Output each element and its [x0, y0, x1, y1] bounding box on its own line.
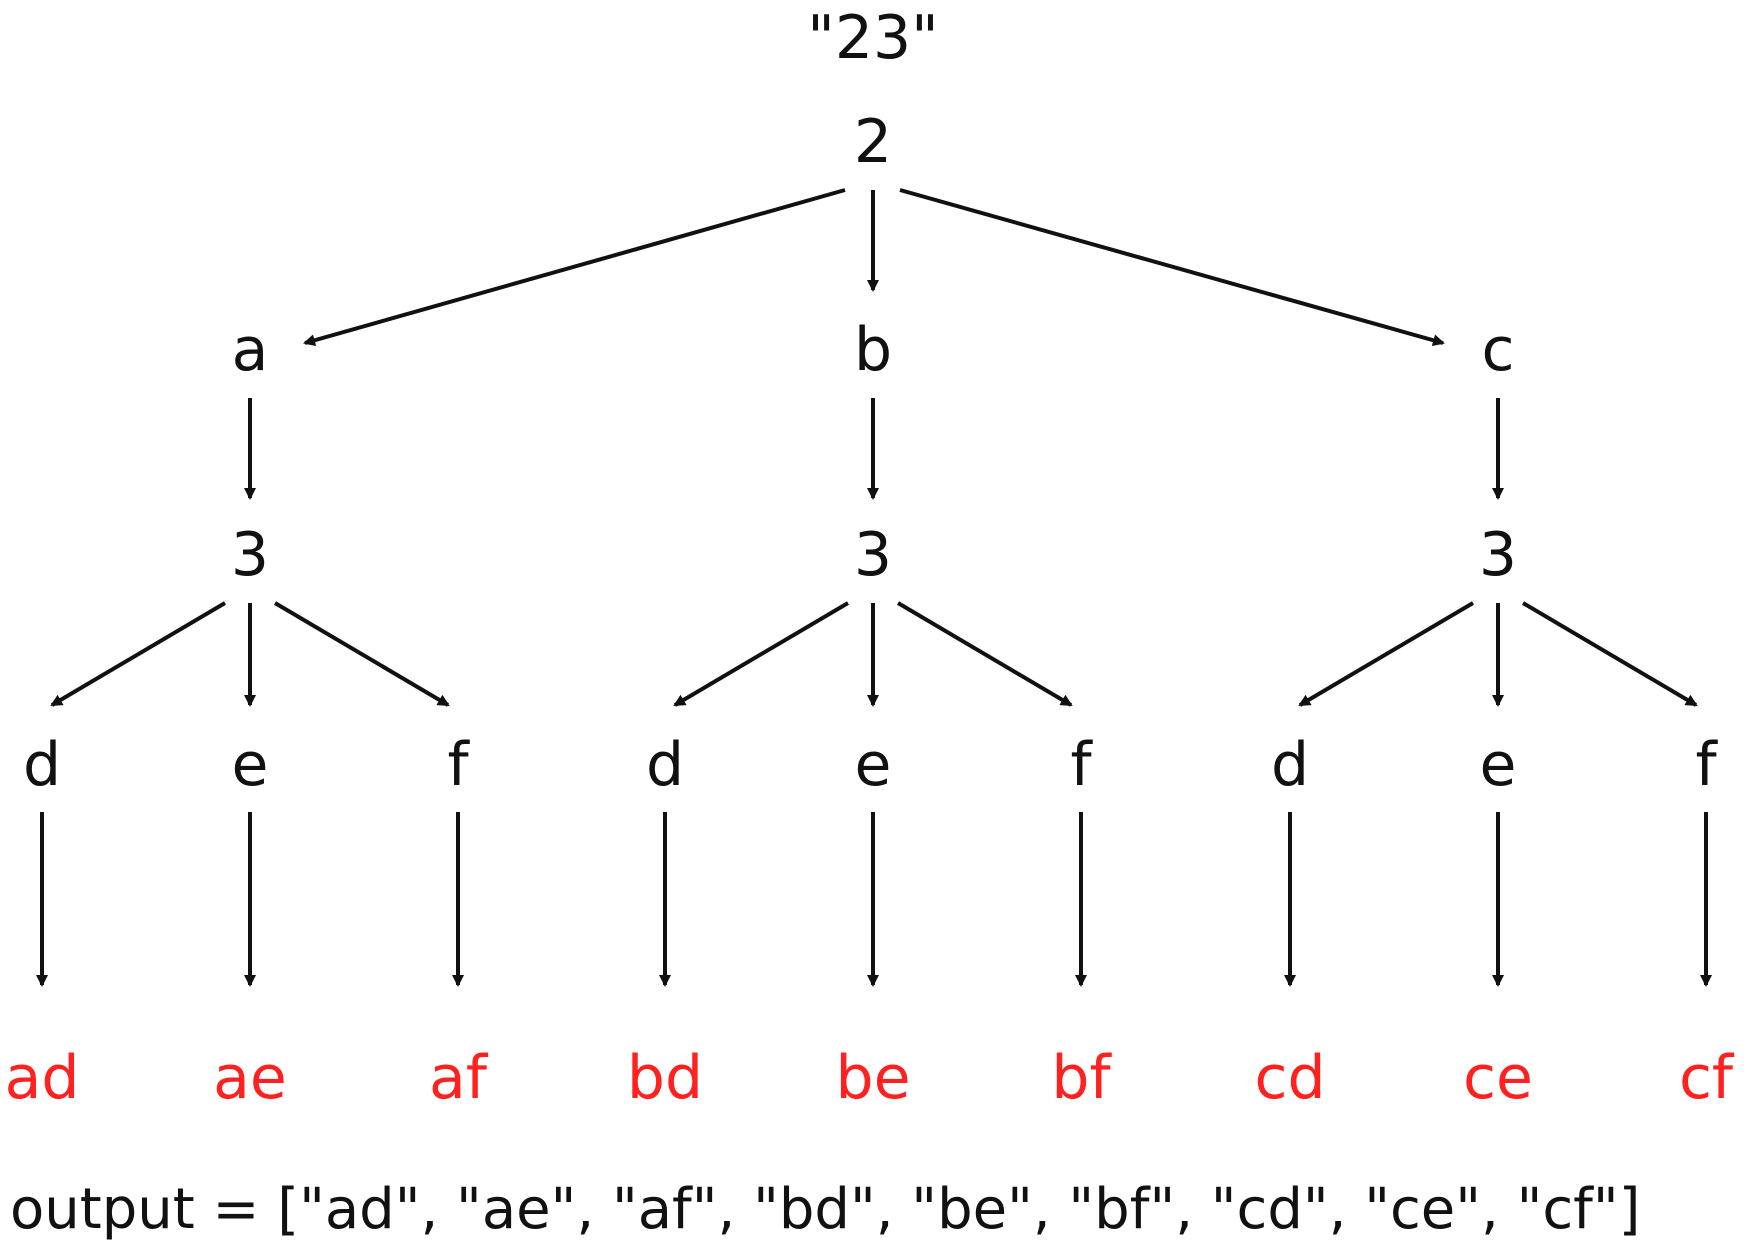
edge-b-3-to-d [673, 601, 850, 707]
edge-b-3-to-f [896, 601, 1073, 707]
combination-bd: bd [627, 1043, 703, 1113]
digit-node-3-under-b: 3 [854, 520, 892, 590]
letter-node-a-e: e [232, 730, 269, 800]
letter-node-b-f: f [1070, 730, 1093, 800]
letter-node-a: a [232, 315, 269, 385]
combination-ae: ae [213, 1043, 287, 1113]
digit-node-3-under-c: 3 [1479, 520, 1517, 590]
edge-c-3-to-f [1521, 601, 1698, 707]
combination-be: be [836, 1043, 911, 1113]
digit-node-3-under-a: 3 [231, 520, 269, 590]
input-label: "23" [807, 3, 939, 73]
edge-root-to-c [899, 188, 1445, 347]
combination-cd: cd [1254, 1043, 1325, 1113]
letter-node-b-e: e [855, 730, 892, 800]
combination-af: af [429, 1043, 489, 1113]
letter-node-c-f: f [1695, 730, 1718, 800]
edge-a-3-to-d [50, 601, 227, 707]
letter-node-a-d: d [23, 730, 61, 800]
combination-bf: bf [1051, 1043, 1112, 1113]
letter-node-a-f: f [447, 730, 470, 800]
letter-node-c-e: e [1480, 730, 1517, 800]
root-node-digit: 2 [854, 107, 892, 177]
letter-node-c: c [1482, 315, 1515, 385]
combination-cf: cf [1679, 1043, 1735, 1113]
combination-ad: ad [5, 1043, 80, 1113]
nodes-layer: "23" 2 a 3 d ad e ae f af b 3 d bd e be f bf c 3 d cd e ce f cf [5, 3, 1735, 1113]
letter-node-b: b [854, 315, 892, 385]
output-line: output = ["ad", "ae", "af", "bd", "be", … [10, 1177, 1640, 1242]
letter-node-c-d: d [1271, 730, 1309, 800]
letter-node-b-d: d [646, 730, 684, 800]
edges-layer [36, 188, 1712, 987]
edge-a-3-to-f [273, 601, 450, 707]
edge-c-3-to-d [1298, 601, 1475, 707]
combination-ce: ce [1463, 1043, 1533, 1113]
edge-root-to-a [303, 188, 846, 347]
